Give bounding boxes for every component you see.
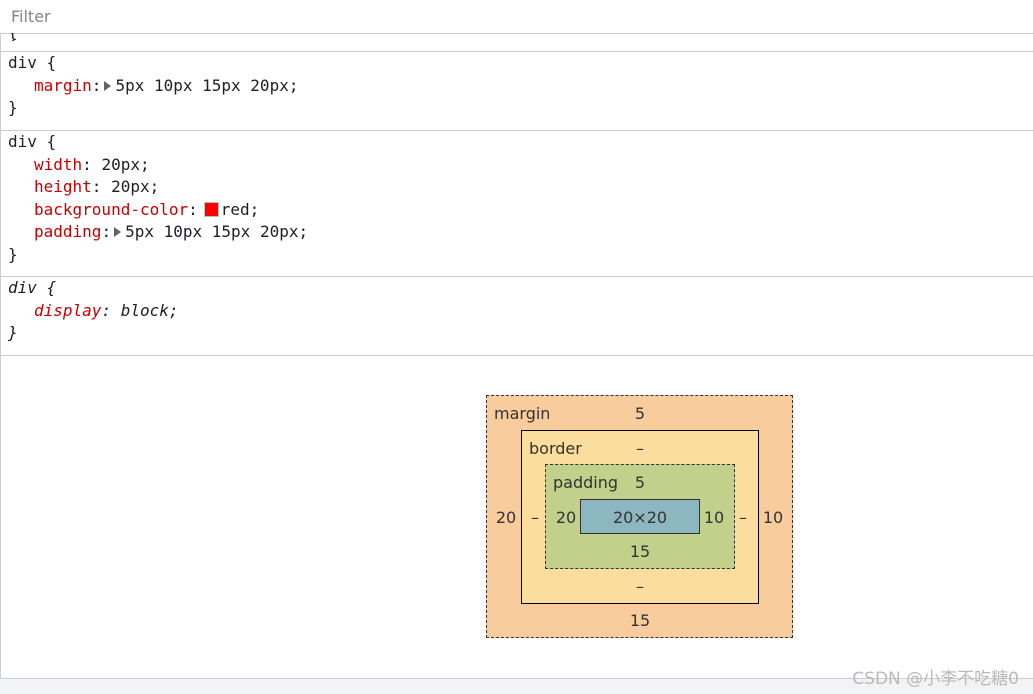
rules-divider: [1, 355, 1033, 356]
rule-selector[interactable]: div: [8, 132, 37, 151]
declaration-padding[interactable]: padding:5px 10px 15px 20px;: [34, 222, 309, 241]
expand-triangle-icon[interactable]: [114, 227, 122, 237]
declaration-background-color[interactable]: background-color:red;: [34, 199, 260, 219]
property-name: display: [34, 300, 102, 320]
margin-left-value[interactable]: 20: [495, 508, 517, 527]
property-value[interactable]: 20px;: [111, 177, 160, 196]
property-value[interactable]: 5px 10px 15px 20px;: [115, 75, 299, 95]
previous-rule-close-brace: }: [8, 33, 18, 41]
rule-open-brace: {: [46, 53, 57, 72]
property-name[interactable]: margin: [34, 75, 92, 95]
property-value: block;: [120, 300, 179, 320]
filter-bar: [0, 0, 1033, 34]
styles-pane: [0, 34, 1033, 678]
rule-open-brace: {: [46, 278, 57, 297]
expand-triangle-icon[interactable]: [104, 80, 112, 91]
rule-selector[interactable]: div: [8, 53, 37, 72]
property-name[interactable]: padding: [34, 222, 102, 241]
border-left-value[interactable]: –: [531, 508, 539, 527]
property-name[interactable]: width: [34, 154, 83, 174]
box-model-padding[interactable]: [545, 464, 735, 569]
rule-close-brace: }: [8, 323, 18, 342]
watermark-text: CSDN @小李不吃糖0: [852, 669, 1019, 689]
filter-input[interactable]: [2, 2, 1017, 30]
property-value[interactable]: 20px;: [101, 154, 150, 174]
property-name[interactable]: background-color: [34, 199, 189, 219]
declaration-width[interactable]: width: 20px;: [34, 154, 150, 174]
margin-top-value[interactable]: 5: [634, 404, 646, 423]
rule-close-brace: }: [8, 98, 18, 117]
rule-close-brace: }: [8, 244, 18, 264]
padding-left-value[interactable]: 20: [555, 508, 577, 527]
border-right-value[interactable]: –: [739, 508, 747, 527]
margin-right-value[interactable]: 10: [762, 508, 784, 527]
property-value[interactable]: 5px 10px 15px 20px;: [125, 222, 309, 241]
padding-bottom-value[interactable]: 15: [629, 542, 651, 561]
style-rule-user-agent: div { display: block; }: [1, 276, 1033, 356]
property-name[interactable]: height: [34, 177, 92, 196]
padding-right-value[interactable]: 10: [703, 508, 725, 527]
box-model-content[interactable]: [580, 499, 700, 534]
margin-bottom-value[interactable]: 15: [629, 611, 651, 630]
border-top-value[interactable]: –: [636, 439, 644, 458]
bottom-scroll-strip: [0, 678, 1033, 694]
border-bottom-value[interactable]: –: [636, 577, 644, 596]
color-swatch[interactable]: [203, 201, 219, 217]
border-label: border: [529, 439, 582, 458]
padding-label: padding: [553, 473, 619, 492]
declaration-margin[interactable]: margin:5px 10px 15px 20px;: [34, 75, 299, 95]
rule-selector: div: [8, 278, 37, 297]
padding-top-value[interactable]: 5: [634, 473, 646, 492]
rule-open-brace: {: [46, 132, 57, 151]
style-rule-size[interactable]: div { width: 20px; height: 20px; backgro…: [1, 130, 1033, 277]
margin-label: margin: [494, 404, 551, 423]
content-size-value[interactable]: 20×20: [612, 508, 668, 527]
declaration-display: display: block;: [34, 300, 179, 320]
declaration-height[interactable]: height: 20px;: [34, 177, 160, 196]
style-rule-margin[interactable]: div { margin:5px 10px 15px 20px; }: [1, 51, 1033, 131]
property-value[interactable]: red;: [220, 199, 260, 219]
